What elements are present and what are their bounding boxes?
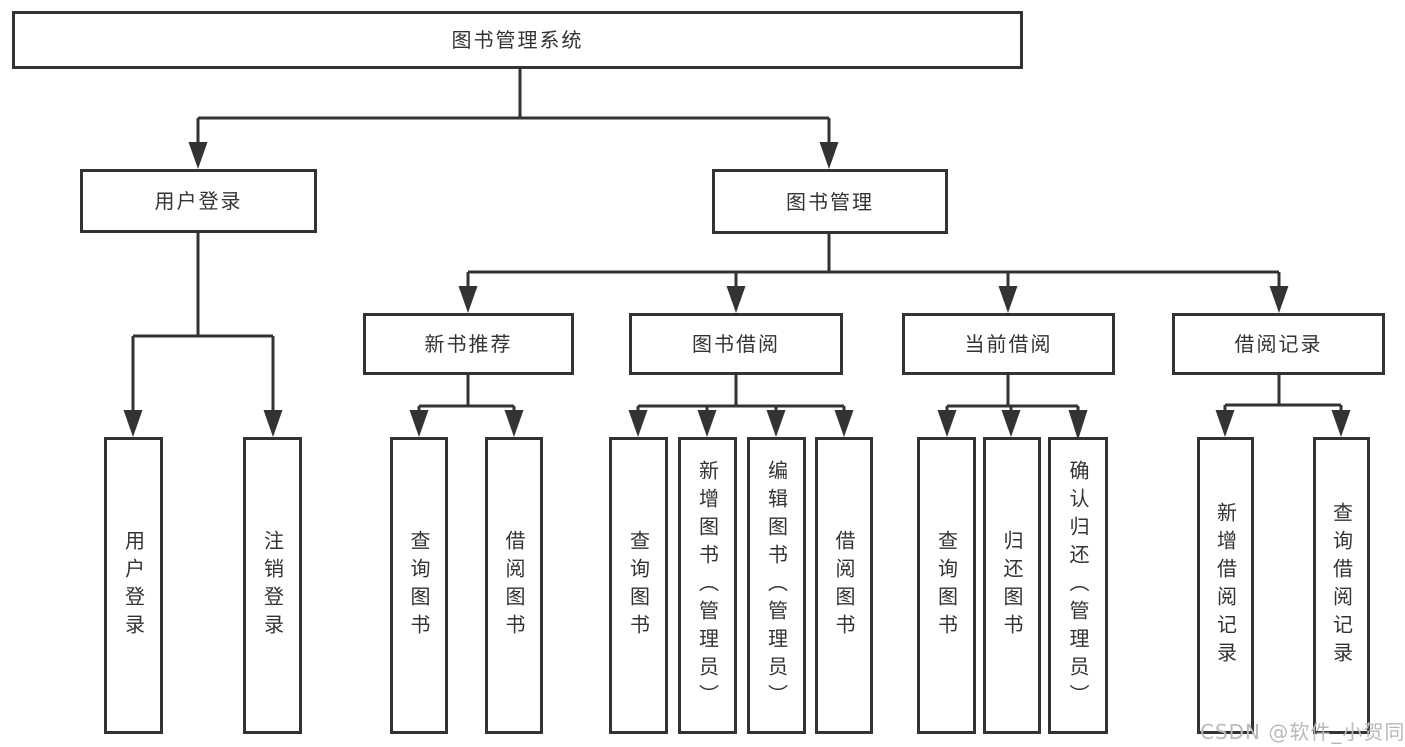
node-label: 当前借阅 bbox=[964, 332, 1053, 356]
arrow-down-icon bbox=[504, 410, 524, 437]
arrow-down-icon bbox=[458, 286, 478, 313]
node-label: 借阅图书 bbox=[502, 529, 526, 642]
node-label: 新增借阅记录 bbox=[1213, 501, 1238, 670]
node-label: 归还图书 bbox=[1000, 529, 1024, 642]
node-user-login: 用户登录 bbox=[80, 169, 317, 233]
arrow-down-icon bbox=[188, 142, 208, 169]
node-current-borrow: 当前借阅 bbox=[902, 313, 1115, 375]
arrow-down-icon bbox=[1331, 410, 1351, 437]
node-label: 图书管理系统 bbox=[451, 28, 584, 52]
node-label: 查询图书 bbox=[626, 529, 651, 642]
arrow-down-icon bbox=[263, 410, 283, 437]
arrow-down-icon bbox=[834, 410, 854, 437]
leaf-add-books-admin: 新增图书（管理员） bbox=[678, 437, 737, 734]
arrow-down-icon bbox=[726, 286, 746, 313]
leaf-query-borrow-record: 查询借阅记录 bbox=[1313, 437, 1370, 734]
arrow-down-icon bbox=[123, 410, 143, 437]
node-book-management: 图书管理 bbox=[712, 169, 948, 234]
leaf-query-books-borrow: 查询图书 bbox=[609, 437, 668, 734]
node-label: 借阅图书 bbox=[832, 529, 856, 642]
arrow-down-icon bbox=[998, 286, 1018, 313]
node-label: 借阅记录 bbox=[1234, 332, 1323, 356]
arrow-down-icon bbox=[409, 410, 429, 437]
connector-arrows bbox=[123, 142, 1351, 440]
node-label: 确认归还（管理员） bbox=[1066, 459, 1090, 712]
leaf-edit-books-admin: 编辑图书（管理员） bbox=[747, 437, 806, 734]
node-book-borrow: 图书借阅 bbox=[629, 313, 843, 375]
leaf-confirm-return-admin: 确认归还（管理员） bbox=[1048, 437, 1108, 734]
arrow-down-icon bbox=[1068, 410, 1088, 440]
arrow-down-icon bbox=[766, 410, 786, 437]
node-library-management-system: 图书管理系统 bbox=[12, 11, 1023, 69]
arrow-down-icon bbox=[697, 410, 717, 437]
node-label: 图书借阅 bbox=[692, 332, 780, 356]
node-label: 新书推荐 bbox=[424, 332, 513, 356]
arrow-down-icon bbox=[1001, 410, 1021, 437]
leaf-borrow-books: 借阅图书 bbox=[815, 437, 873, 734]
node-label: 查询图书 bbox=[934, 529, 959, 642]
leaf-query-books-current: 查询图书 bbox=[917, 437, 976, 734]
node-label: 编辑图书（管理员） bbox=[764, 459, 789, 712]
leaf-borrow-books-recommend: 借阅图书 bbox=[485, 437, 543, 734]
node-label: 图书管理 bbox=[786, 189, 874, 214]
leaf-user-login: 用户登录 bbox=[104, 437, 163, 734]
arrow-down-icon bbox=[1269, 286, 1289, 313]
leaf-add-borrow-record: 新增借阅记录 bbox=[1197, 437, 1254, 734]
node-label: 查询借阅记录 bbox=[1329, 501, 1354, 670]
arrow-down-icon bbox=[819, 142, 839, 169]
node-label: 用户登录 bbox=[121, 529, 146, 642]
node-label: 查询图书 bbox=[407, 529, 431, 642]
arrow-down-icon bbox=[1215, 410, 1235, 437]
node-borrow-records: 借阅记录 bbox=[1172, 313, 1385, 375]
node-label: 新增图书（管理员） bbox=[695, 459, 720, 712]
connector-line bbox=[131, 69, 1343, 412]
arrow-down-icon bbox=[628, 410, 648, 437]
leaf-logout: 注销登录 bbox=[243, 437, 302, 734]
csdn-watermark: CSDN @软件_小贺同学 bbox=[1200, 720, 1405, 744]
node-label: 注销登录 bbox=[260, 529, 285, 642]
leaf-return-books: 归还图书 bbox=[983, 437, 1041, 734]
arrow-down-icon bbox=[937, 410, 957, 437]
node-new-book-recommend: 新书推荐 bbox=[363, 313, 574, 375]
node-label: 用户登录 bbox=[154, 189, 243, 213]
leaf-query-books-recommend: 查询图书 bbox=[390, 437, 448, 734]
